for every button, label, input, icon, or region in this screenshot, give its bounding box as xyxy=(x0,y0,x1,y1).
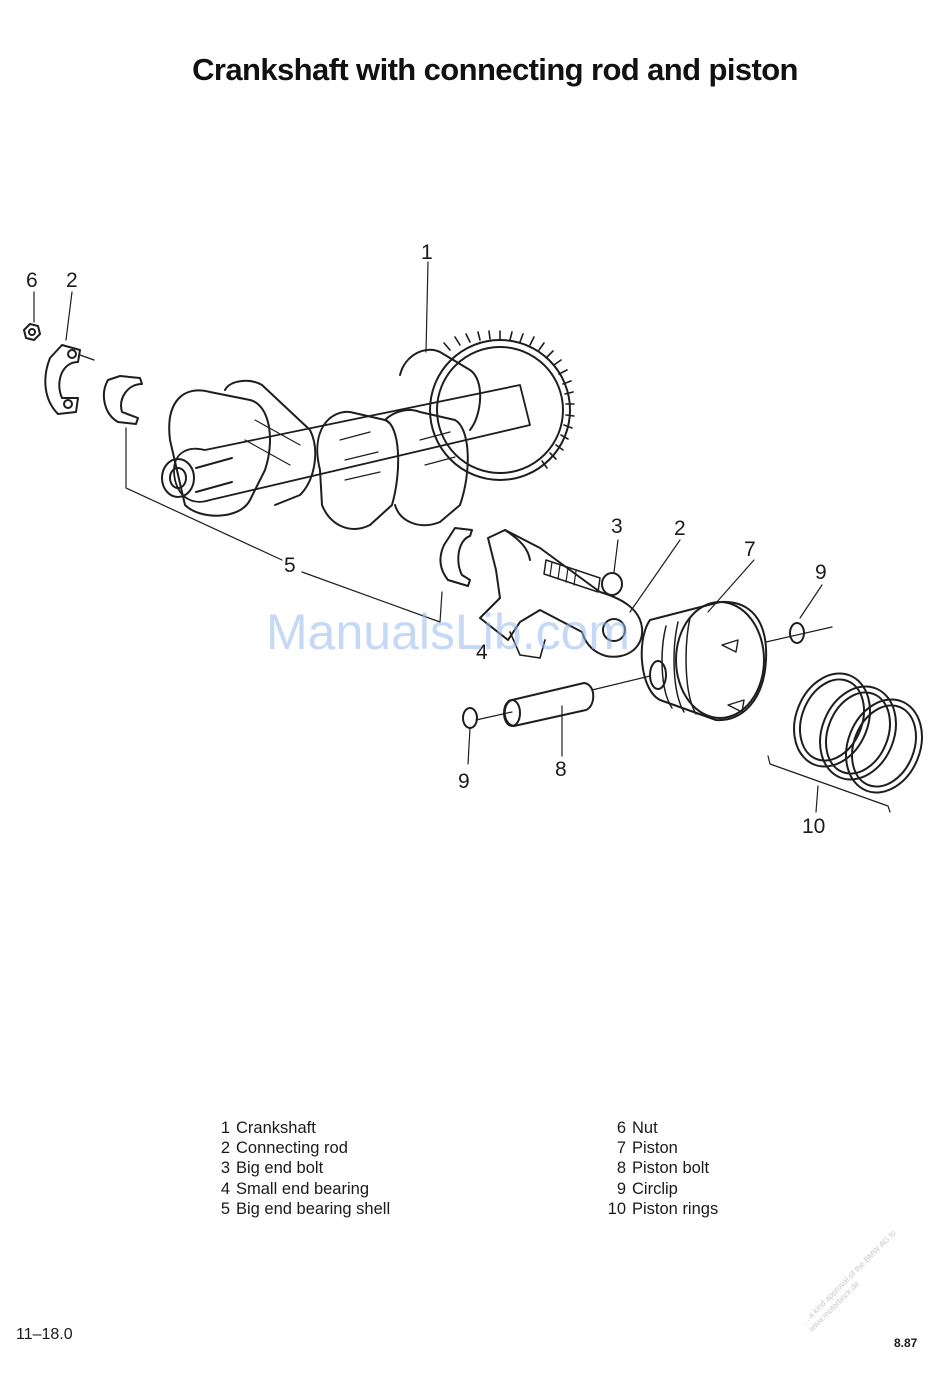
bearing-cap-drawing xyxy=(45,345,94,414)
nut-drawing xyxy=(24,324,40,340)
callout-10: 10 xyxy=(802,815,825,838)
watermark: ManualsLib.com xyxy=(266,603,630,661)
legend-number: 8 xyxy=(596,1158,632,1178)
callout-2-cap: 2 xyxy=(66,269,78,292)
piston-rings-drawing xyxy=(781,662,936,804)
legend-number: 2 xyxy=(200,1138,236,1158)
legend-number: 3 xyxy=(200,1158,236,1178)
callout-9-right: 9 xyxy=(815,561,827,584)
legend-label: Crankshaft xyxy=(236,1118,316,1138)
piston-drawing xyxy=(642,602,766,720)
legend-label: Connecting rod xyxy=(236,1138,348,1158)
legend-label: Piston rings xyxy=(632,1199,718,1219)
callout-9-left: 9 xyxy=(458,770,470,793)
bearing-shell-lower-drawing xyxy=(441,528,472,586)
legend-number: 6 xyxy=(596,1118,632,1138)
legend-label: Big end bearing shell xyxy=(236,1199,390,1219)
callout-5: 5 xyxy=(284,554,296,577)
legend-number: 4 xyxy=(200,1179,236,1199)
legend-number: 7 xyxy=(596,1138,632,1158)
legend-label: Small end bearing xyxy=(236,1179,369,1199)
legend-number: 9 xyxy=(596,1179,632,1199)
callout-7: 7 xyxy=(744,538,756,561)
legend-number: 5 xyxy=(200,1199,236,1219)
legend-label: Big end bolt xyxy=(236,1158,323,1178)
legend-label: Piston bolt xyxy=(632,1158,709,1178)
legend-number: 10 xyxy=(596,1199,632,1219)
piston-pin-drawing xyxy=(504,683,593,726)
circlip-right-drawing xyxy=(790,623,804,643)
big-end-bolt-drawing xyxy=(544,560,622,595)
callout-6: 6 xyxy=(26,269,38,292)
callout-2-rod: 2 xyxy=(674,517,686,540)
legend-label: Circlip xyxy=(632,1179,678,1199)
circlip-left-drawing xyxy=(463,708,477,728)
leader-lines xyxy=(34,262,890,812)
date-code: 8.87 xyxy=(894,1336,917,1350)
callout-1: 1 xyxy=(421,241,433,264)
crankshaft-drawing xyxy=(162,331,574,529)
callout-8: 8 xyxy=(555,758,567,781)
bearing-shell-upper-drawing xyxy=(104,376,142,424)
legend-label: Piston xyxy=(632,1138,678,1158)
legend-label: Nut xyxy=(632,1118,658,1138)
page-number: 11–18.0 xyxy=(16,1326,73,1344)
legend-number: 1 xyxy=(200,1118,236,1138)
callout-3: 3 xyxy=(611,515,623,538)
